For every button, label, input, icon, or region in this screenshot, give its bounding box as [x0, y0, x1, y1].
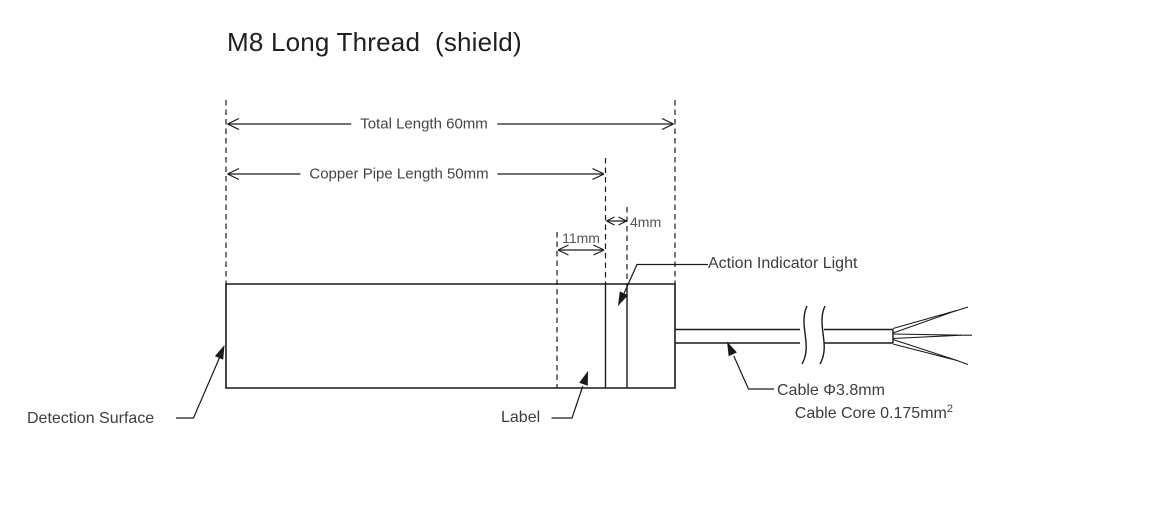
- dimension-label-4mm: 4mm: [630, 214, 662, 230]
- wire-leads: [892, 306, 972, 366]
- break-curve-left: [801, 305, 808, 365]
- arrowhead-left-icon: [606, 216, 615, 226]
- diagram-title: M8 Long Thread (shield): [227, 27, 522, 57]
- leader-detection-surface: [176, 345, 225, 419]
- sensor-body: [225, 283, 676, 389]
- arrowhead-right-icon: [593, 244, 605, 256]
- arrowhead-right-icon: [661, 117, 674, 131]
- dimension-label-11mm: 11mm: [562, 230, 600, 246]
- wire-bottom-strand: [955, 359, 969, 366]
- extension-lines: [225, 100, 676, 388]
- cable-break-marks: [801, 305, 826, 365]
- callout-cable-core-text: Cable Core 0.175mm: [794, 405, 947, 422]
- callout-label: Label: [501, 409, 541, 426]
- leader-line: [620, 263, 708, 300]
- callout-action-indicator-light: Action Indicator Light: [708, 255, 858, 272]
- arrowhead-left-icon: [227, 167, 240, 181]
- dimension-label-copper-pipe-length: Copper Pipe Length 50mm: [300, 166, 498, 182]
- leader-arrowhead-icon: [214, 345, 225, 360]
- callout-cable-core: Cable Core 0.175mm2: [777, 390, 953, 438]
- dimension-label-total-length: Total Length 60mm: [351, 116, 497, 132]
- wire-bottom: [892, 338, 958, 362]
- leader-arrowhead-icon: [579, 371, 588, 386]
- sensor-body-outline: [225, 283, 676, 389]
- leader-line: [551, 385, 584, 419]
- wire-middle: [892, 333, 962, 340]
- wire-top: [892, 309, 957, 334]
- break-curve-right: [819, 305, 826, 365]
- dimension-indicator-band: [606, 216, 627, 226]
- leader-arrowhead-icon: [727, 341, 737, 357]
- leader-arrowhead-icon: [618, 291, 628, 306]
- callout-cable-diameter: Cable Φ3.8mm: [777, 382, 885, 399]
- arrowhead-left-icon: [557, 244, 569, 256]
- leader-line: [176, 356, 221, 419]
- callout-detection-surface: Detection Surface: [27, 410, 155, 427]
- arrowhead-right-icon: [592, 167, 605, 181]
- leader-action-indicator: [618, 263, 708, 306]
- wire-top-strand: [955, 306, 969, 312]
- leader-label: [551, 371, 588, 419]
- callout-cable-core-exponent: 2: [946, 403, 953, 415]
- dimension-label-band: [557, 244, 605, 256]
- leader-line: [733, 355, 774, 390]
- arrowhead-left-icon: [227, 117, 240, 131]
- leader-cable: [727, 341, 774, 390]
- cable: [675, 328, 894, 344]
- arrowhead-right-icon: [618, 216, 627, 226]
